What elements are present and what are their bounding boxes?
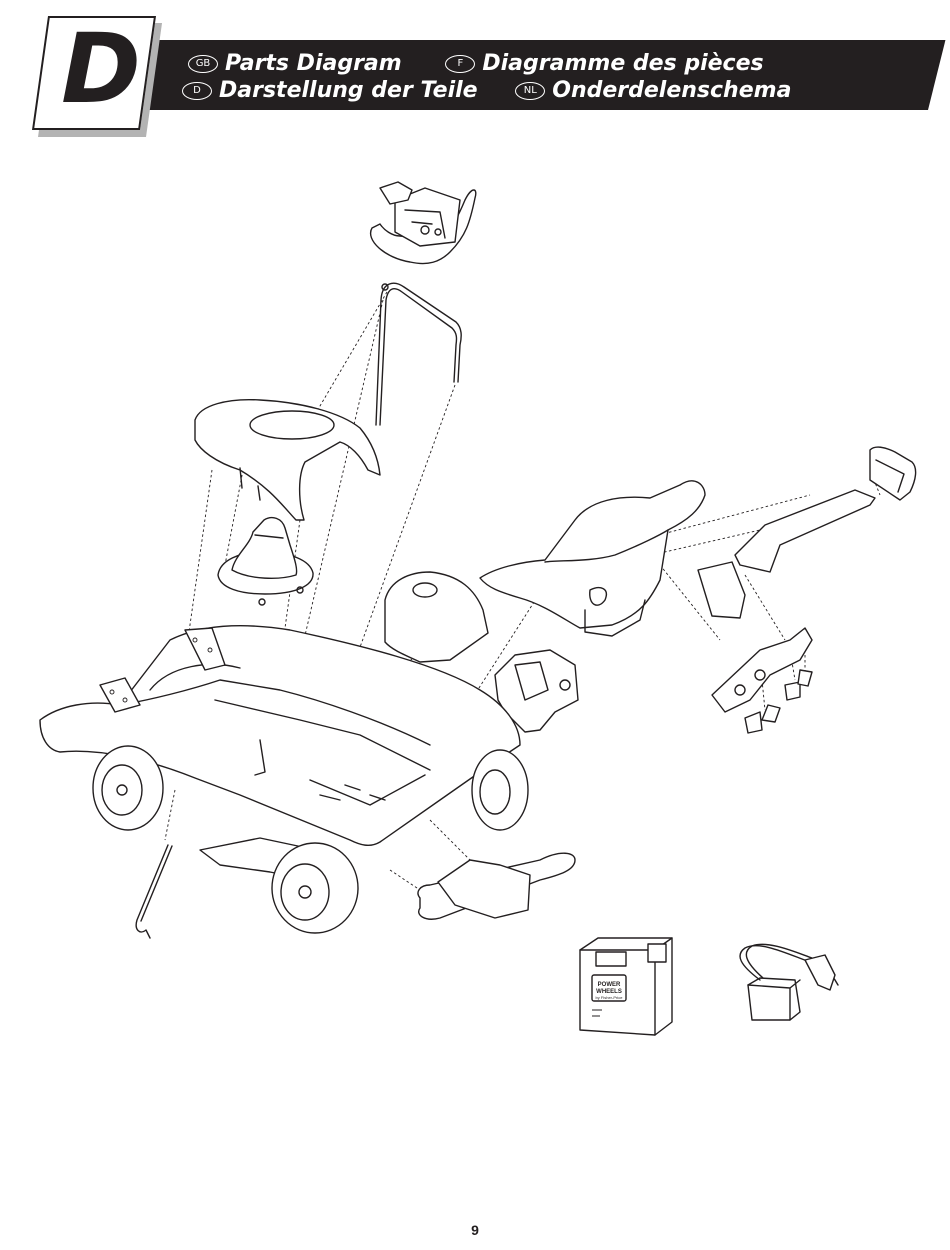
lang-badge-f-icon: F (445, 55, 476, 73)
battery-label-line2: WHEELS (596, 989, 622, 995)
rear-wing (697, 446, 917, 619)
title-d: D Darstellung der Teile (182, 78, 478, 104)
title-f-text: Diagramme des pièces (482, 51, 764, 76)
section-letter: D (61, 13, 141, 125)
wheels (92, 745, 529, 934)
steering-column (375, 282, 462, 426)
battery: POWER WHEELS by Fisher-Price (579, 937, 673, 1036)
title-nl-text: Onderdelenschema (552, 78, 792, 103)
hex-wrench (135, 844, 173, 939)
gear-shift (217, 516, 314, 606)
seat (479, 480, 706, 637)
title-d-text: Darstellung der Teile (219, 78, 478, 103)
side-brackets (711, 627, 813, 734)
header: D GB Parts Diagram F Diagramme des pièce… (0, 0, 950, 140)
battery-label-line3: by Fisher-Price (596, 995, 624, 1000)
dashboard-cover (194, 398, 381, 521)
page-number: 9 (471, 1222, 479, 1238)
title-gb: GB Parts Diagram (188, 51, 402, 77)
lang-badge-nl-icon: NL (515, 82, 546, 100)
title-f: F Diagramme des pièces (445, 51, 764, 77)
battery-label-line1: POWER (598, 982, 621, 988)
steering-wheel (369, 181, 477, 265)
charger (739, 943, 839, 1021)
title-row-1: GB Parts Diagram F Diagramme des pièces (188, 47, 790, 77)
lang-badge-d-icon: D (182, 82, 212, 100)
title-row-2: D Darstellung der Teile NL Onderdelensch… (182, 74, 817, 104)
title-nl: NL Onderdelenschema (515, 78, 791, 104)
lang-badge-gb-icon: GB (188, 55, 218, 73)
battery-cover (384, 571, 489, 663)
title-gb-text: Parts Diagram (225, 51, 402, 76)
